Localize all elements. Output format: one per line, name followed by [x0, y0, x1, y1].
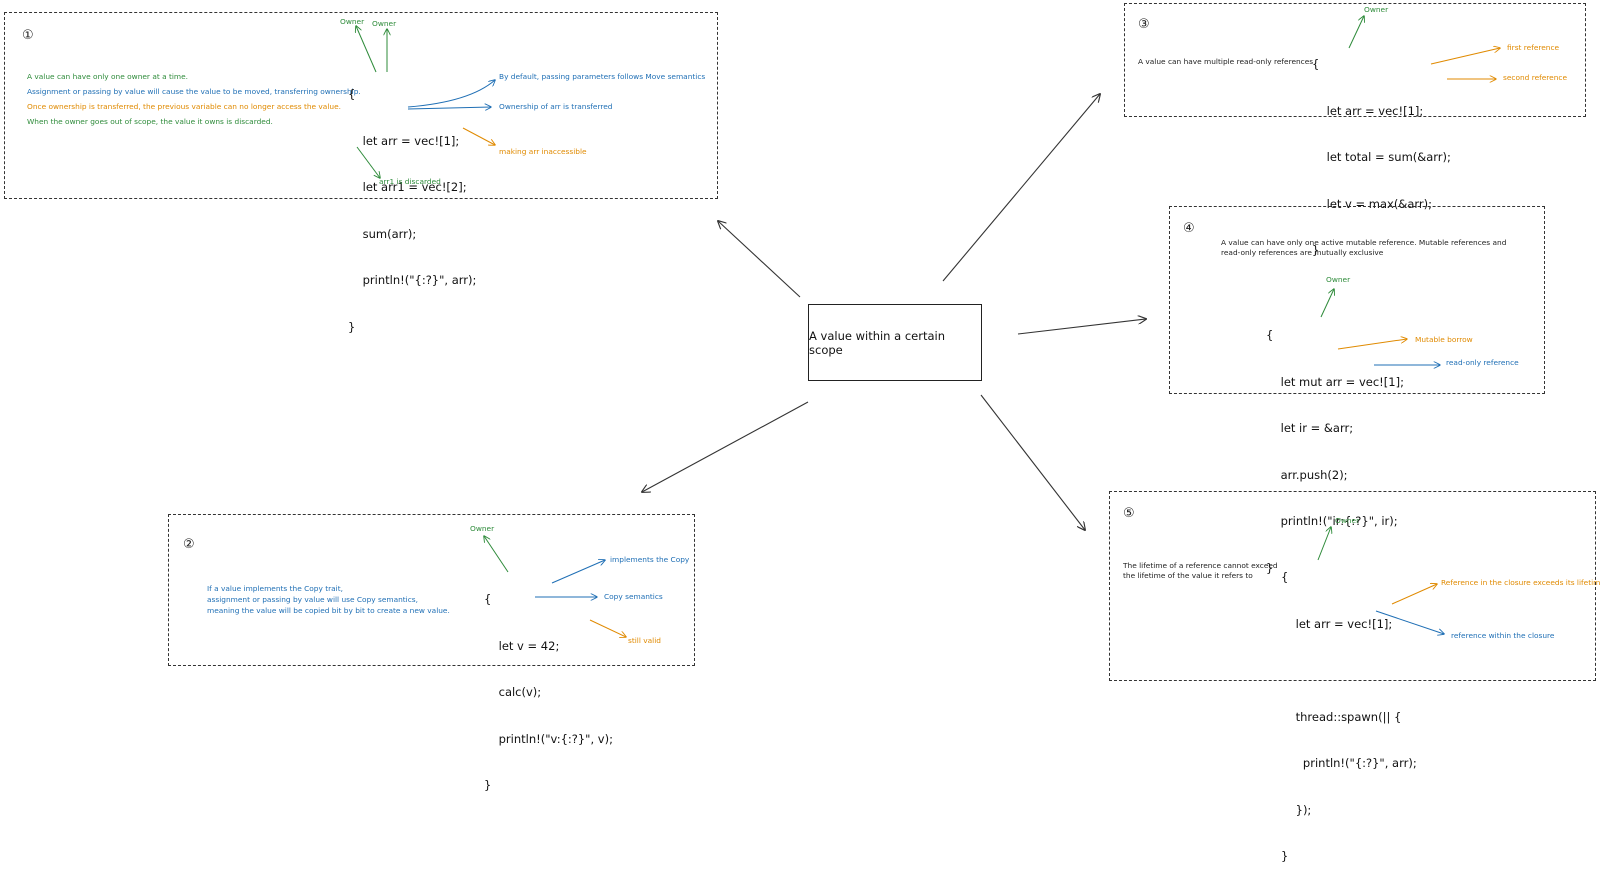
code-line: sum(arr); [348, 226, 417, 241]
box5-owner-label: Owner [1335, 516, 1360, 525]
code-line: arr.push(2); [1266, 467, 1348, 482]
box5-exceeds-label: Reference in the closure exceeds its lif… [1441, 578, 1600, 587]
box4-code: { let mut arr = vec![1]; let ir = &arr; … [1266, 297, 1404, 592]
code-line: { [348, 87, 356, 101]
connector-to-box1 [718, 221, 801, 298]
code-line: let ir = &arr; [1266, 421, 1354, 435]
code-line: let total = sum(&arr); [1312, 150, 1451, 164]
center-node: A value within a certain scope [808, 304, 982, 381]
box3-number: ③ [1138, 17, 1150, 32]
box1-inaccessible-label: making arr inaccessible [499, 147, 587, 156]
b1-inaccessible-arrow [462, 127, 495, 145]
box1-note-2: Assignment or passing by value will caus… [27, 87, 361, 96]
code-line: let v = max(&arr); [1312, 196, 1432, 211]
connector-to-box5 [980, 394, 1085, 530]
box4-note-1: A value can have only one active mutable… [1221, 238, 1507, 247]
box1-transfer-label: Ownership of arr is transferred [499, 102, 613, 111]
code-line: calc(v); [484, 685, 542, 699]
box2-note-2: assignment or passing by value will use … [207, 595, 419, 604]
center-label: A value within a certain scope [809, 328, 945, 357]
code-line: { [1266, 328, 1274, 342]
code-line: } [1266, 560, 1274, 575]
box-1 [4, 12, 718, 199]
b4-owner-arrow [1320, 289, 1334, 318]
box1-note-1: A value can have only one owner at a tim… [27, 72, 189, 81]
b5-exceeds-arrow [1391, 584, 1437, 605]
box2-valid-label: still valid [628, 636, 661, 645]
code-line: let arr = vec![1]; [348, 133, 460, 148]
box2-note-1: If a value implements the Copy trait, [207, 584, 343, 593]
box2-owner-label: Owner [470, 524, 495, 533]
box4-number: ④ [1183, 221, 1195, 236]
box1-owner-label-2: Owner [372, 19, 397, 28]
connector-to-box4 [1017, 319, 1146, 335]
arrows-layer [0, 0, 1600, 684]
box4-readonly-label: read-only reference [1446, 358, 1519, 367]
box4-note-2: read-only references are mutually exclus… [1221, 248, 1384, 257]
code-line: { [484, 592, 492, 606]
b3-owner-arrow [1348, 16, 1364, 49]
b2-owner-arrow [484, 536, 509, 573]
box1-discarded-label: arr1 is discarded [379, 177, 441, 186]
b4-mutable-arrow [1337, 339, 1407, 350]
box-2 [168, 514, 695, 666]
box-4 [1169, 206, 1545, 394]
b5-within-arrow [1375, 610, 1444, 634]
box2-note-3: meaning the value will be copied bit by … [207, 606, 450, 615]
code-line: }); [1281, 802, 1312, 817]
b2-implements-arrow [551, 560, 605, 584]
code-line: let arr = vec![1]; [1281, 616, 1393, 631]
code-line: } [1281, 849, 1289, 863]
code-line: let arr1 = vec![2]; [348, 180, 467, 194]
box5-note-1: The lifetime of a reference cannot excee… [1123, 561, 1278, 570]
box1-owner-label-1: Owner [340, 17, 365, 26]
code-line [1281, 663, 1417, 679]
box5-number: ⑤ [1123, 506, 1135, 521]
b1-move-arrow [407, 80, 495, 108]
box3-first-label: first reference [1507, 43, 1560, 52]
box1-move-label: By default, passing parameters follows M… [499, 72, 706, 81]
code-line: println!("ir:{:?}", ir); [1266, 514, 1398, 528]
b1-discarded-arrow [356, 146, 380, 178]
connector-to-box2 [642, 401, 809, 492]
code-line: } [484, 778, 492, 792]
b2-valid-arrow [589, 619, 626, 637]
code-line: let v = 42; [484, 638, 560, 653]
box1-number: ① [22, 28, 34, 43]
code-line: { [1312, 57, 1320, 71]
code-line: { [1281, 570, 1289, 584]
code-line: println!("v:{:?}", v); [484, 731, 613, 746]
code-line: let mut arr = vec![1]; [1266, 374, 1404, 389]
box-5 [1109, 491, 1596, 681]
box2-implements-label: implements the Copy [610, 555, 690, 564]
box2-code: { let v = 42; calc(v); println!("v:{:?}"… [484, 561, 613, 809]
box5-within-label: reference within the closure [1451, 631, 1555, 640]
box3-second-label: second reference [1503, 73, 1567, 82]
connector-to-box3 [942, 94, 1100, 282]
box3-code: { let arr = vec![1]; let total = sum(&ar… [1312, 26, 1451, 274]
code-line: thread::spawn(|| { [1281, 709, 1402, 724]
box4-owner-label: Owner [1326, 275, 1351, 284]
code-line: println!("{:?}", arr); [1281, 756, 1417, 770]
box1-code: { let arr = vec![1]; let arr1 = vec![2];… [348, 56, 476, 351]
box2-copy-label: Copy semantics [604, 592, 663, 601]
box5-code: { let arr = vec![1]; thread::spawn(|| { … [1281, 539, 1417, 880]
box-3 [1124, 3, 1586, 117]
b1-transfer-arrow [407, 107, 491, 109]
box1-note-4: When the owner goes out of scope, the va… [27, 117, 273, 126]
b3-first-arrow [1430, 48, 1500, 65]
code-line: println!("{:?}", arr); [348, 273, 477, 287]
box2-number: ② [183, 537, 195, 552]
box4-mutable-label: Mutable borrow [1415, 335, 1473, 344]
code-line: let arr = vec![1]; [1312, 103, 1424, 118]
box3-owner-label: Owner [1364, 5, 1389, 14]
box3-note: A value can have multiple read-only refe… [1138, 57, 1314, 66]
box1-note-3: Once ownership is transferred, the previ… [27, 102, 341, 111]
b1-owner1-arrow [356, 26, 377, 73]
code-line: } [348, 319, 356, 334]
b5-owner-arrow [1317, 527, 1331, 561]
box5-note-2: the lifetime of the value it refers to [1123, 571, 1253, 580]
code-line: } [1312, 243, 1320, 257]
